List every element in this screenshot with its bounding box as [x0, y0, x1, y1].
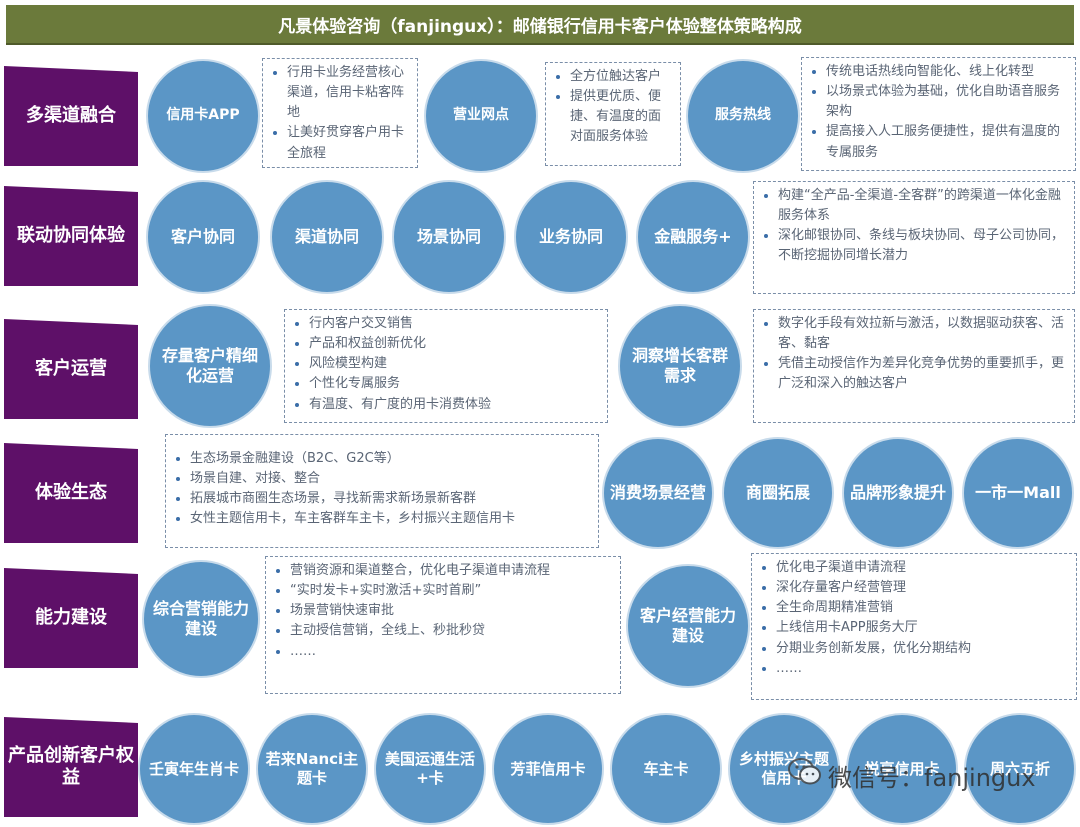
- bullet-item: 全生命周期精准营销: [776, 598, 1068, 618]
- bullet-item: 数字化手段有效拉新与激活，以数据驱动获客、活客、黏客: [778, 314, 1066, 354]
- note-marketing-capability: 营销资源和渠道整合，优化电子渠道申请流程“实时发卡+实时激活+实时首刷”场景营销…: [265, 556, 621, 694]
- bullet-item: 拓展城市商圈生态场景，寻找新需求新场景新客群: [190, 489, 590, 509]
- circle-product-3: 芳菲信用卡: [492, 713, 604, 825]
- bullet-item: 构建“全产品-全渠道-全客群”的跨渠道一体化金融服务体系: [778, 186, 1066, 226]
- circle-service-hotline: 服务热线: [686, 59, 800, 173]
- circle-customer-management: 客户经营能力建设: [626, 564, 750, 688]
- circle-collab-0: 客户协同: [146, 180, 260, 294]
- bullet-item: 行内客户交叉销售: [309, 314, 599, 334]
- circle-collab-1: 渠道协同: [270, 180, 384, 294]
- row-label-ecosystem: 体验生态: [4, 443, 138, 543]
- bullet-item: 女性主题信用卡，车主客群车主卡，乡村振兴主题信用卡: [190, 509, 590, 529]
- note-branch: 全方位触达客户提供更优质、便捷、有温度的面对面服务体验: [545, 62, 681, 166]
- row-label-products: 产品创新客户权益: [4, 717, 138, 817]
- note-credit-card-app: 行用卡业务经营核心渠道，信用卡粘客阵地让美好贯穿客户用卡全旅程: [262, 58, 418, 168]
- bullet-item: 全方位触达客户: [570, 67, 672, 87]
- note-growth-insight: 数字化手段有效拉新与激活，以数据驱动获客、活客、黏客凭借主动授信作为差异化竞争优…: [753, 309, 1075, 423]
- bullet-item: 营销资源和渠道整合，优化电子渠道申请流程: [290, 561, 612, 581]
- page-title: 凡景体验咨询（fanjingux）：邮储银行信用卡客户体验整体策略构成: [6, 5, 1074, 45]
- bullet-item: ……: [776, 659, 1068, 679]
- bullet-item: 产品和权益创新优化: [309, 334, 599, 354]
- circle-ecosystem-0: 消费场景经营: [602, 437, 714, 549]
- circle-product-5: 乡村振兴主题信用卡: [728, 713, 840, 825]
- bullet-item: “实时发卡+实时激活+实时首刷”: [290, 581, 612, 601]
- bullet-item: 行用卡业务经营核心渠道，信用卡粘客阵地: [287, 63, 409, 123]
- note-existing-customers: 行内客户交叉销售产品和权益创新优化风险模型构建个性化专属服务有温度、有广度的用卡…: [284, 309, 608, 423]
- bullet-item: 提供更优质、便捷、有温度的面对面服务体验: [570, 87, 672, 147]
- bullet-item: 传统电话热线向智能化、线上化转型: [826, 62, 1067, 82]
- bullet-item: 让美好贯穿客户用卡全旅程: [287, 123, 409, 163]
- bullet-item: ……: [290, 642, 612, 662]
- circle-product-2: 美国运通生活+卡: [374, 713, 486, 825]
- bullet-item: 深化存量客户经营管理: [776, 578, 1068, 598]
- note-service-hotline: 传统电话热线向智能化、线上化转型以场景式体验为基础，优化自助语音服务架构提高接入…: [801, 57, 1076, 171]
- row-label-capability: 能力建设: [4, 568, 138, 668]
- bullet-item: 场景营销快速审批: [290, 601, 612, 621]
- circle-collab-2: 场景协同: [392, 180, 506, 294]
- note-collaboration: 构建“全产品-全渠道-全客群”的跨渠道一体化金融服务体系深化邮银协同、条线与板块…: [753, 181, 1075, 294]
- note-customer-management: 优化电子渠道申请流程深化存量客户经营管理全生命周期精准营销上线信用卡APP服务大…: [751, 553, 1077, 700]
- bullet-item: 优化电子渠道申请流程: [776, 558, 1068, 578]
- bullet-item: 凭借主动授信作为差异化竞争优势的重要抓手，更广泛和深入的触达客户: [778, 354, 1066, 394]
- bullet-item: 上线信用卡APP服务大厅: [776, 618, 1068, 638]
- bullet-item: 分期业务创新发展，优化分期结构: [776, 639, 1068, 659]
- circle-branch: 营业网点: [424, 59, 538, 173]
- circle-collab-4: 金融服务+: [636, 180, 750, 294]
- note-ecosystem: 生态场景金融建设（B2C、G2C等）场景自建、对接、整合拓展城市商圈生态场景，寻…: [165, 434, 599, 548]
- bullet-item: 以场景式体验为基础，优化自助语音服务架构: [826, 82, 1067, 122]
- row-label-customer-ops: 客户运营: [4, 319, 138, 419]
- circle-product-0: 壬寅年生肖卡: [138, 713, 250, 825]
- circle-product-6: 悦享信用卡: [846, 713, 958, 825]
- row-label-collaboration: 联动协同体验: [4, 186, 138, 286]
- bullet-item: 有温度、有广度的用卡消费体验: [309, 395, 599, 415]
- bullet-item: 深化邮银协同、条线与板块协同、母子公司协同，不断挖掘协同增长潜力: [778, 226, 1066, 266]
- circle-product-1: 若来Nanci主题卡: [256, 713, 368, 825]
- bullet-item: 生态场景金融建设（B2C、G2C等）: [190, 449, 590, 469]
- circle-product-7: 周六五折: [964, 713, 1076, 825]
- circle-marketing-capability: 综合营销能力建设: [142, 560, 260, 678]
- bullet-item: 风险模型构建: [309, 354, 599, 374]
- bullet-item: 场景自建、对接、整合: [190, 469, 590, 489]
- circle-collab-3: 业务协同: [514, 180, 628, 294]
- circle-product-4: 车主卡: [610, 713, 722, 825]
- watermark: 微信号：fanjingux: [788, 752, 1036, 798]
- bullet-item: 主动授信营销，全线上、秒批秒贷: [290, 621, 612, 641]
- circle-existing-customers: 存量客户精细化运营: [148, 304, 272, 428]
- circle-ecosystem-1: 商圈拓展: [722, 437, 834, 549]
- row-label-multichannel: 多渠道融合: [4, 66, 138, 166]
- circle-growth-insight: 洞察增长客群需求: [618, 304, 742, 428]
- bullet-item: 个性化专属服务: [309, 374, 599, 394]
- circle-credit-card-app: 信用卡APP: [146, 59, 260, 173]
- circle-ecosystem-3: 一市一Mall: [962, 437, 1074, 549]
- bullet-item: 提高接入人工服务便捷性，提供有温度的专属服务: [826, 122, 1067, 162]
- watermark-text: 微信号：fanjingux: [828, 763, 1036, 792]
- circle-ecosystem-2: 品牌形象提升: [842, 437, 954, 549]
- wechat-icon: [788, 757, 822, 793]
